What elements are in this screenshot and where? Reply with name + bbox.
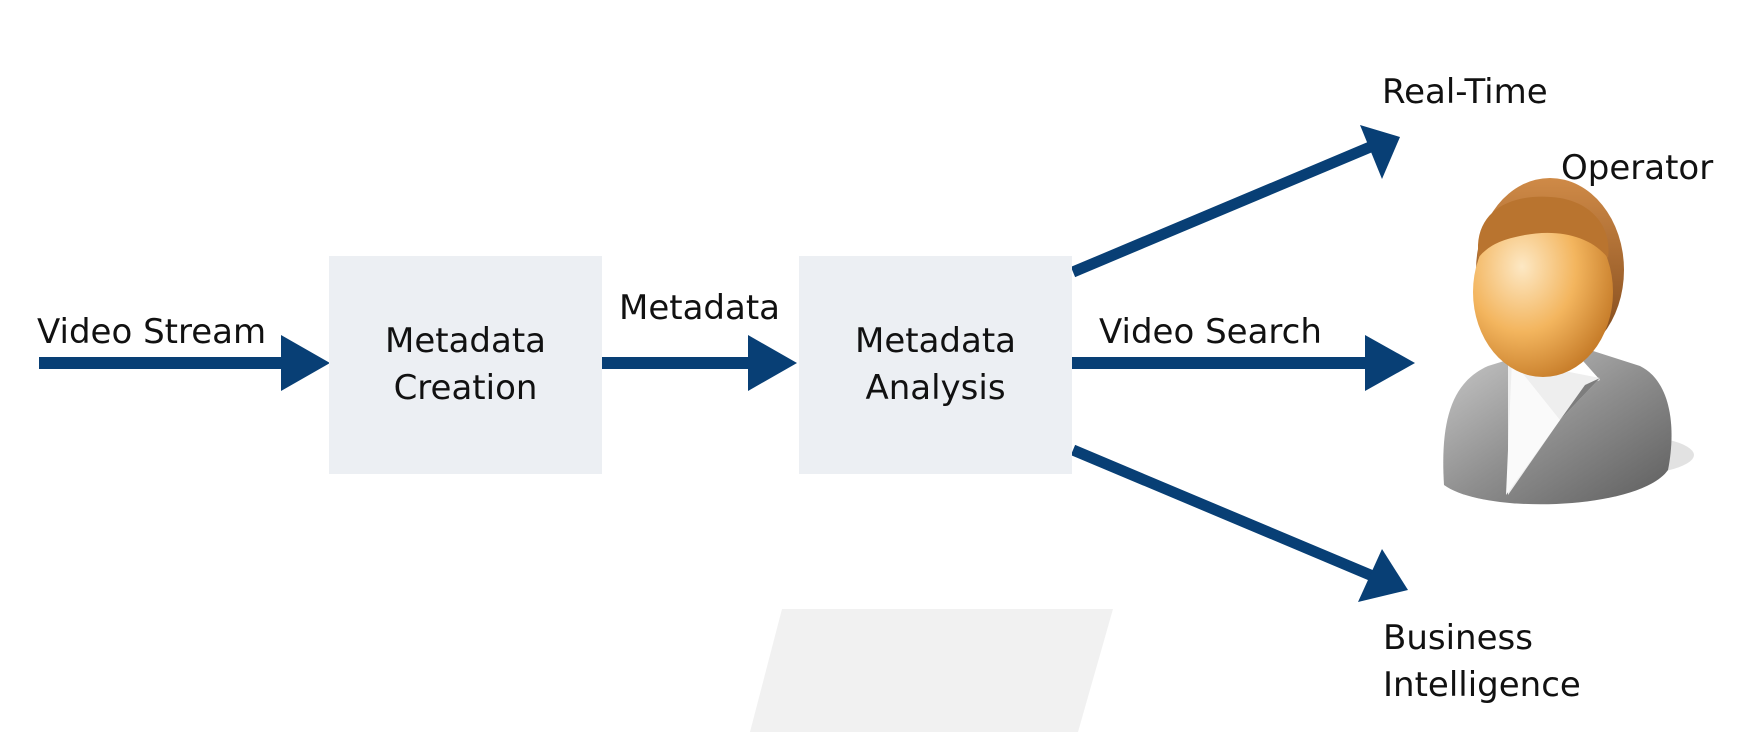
video-search-label: Video Search — [1099, 312, 1322, 352]
metadata-creation-line1: Metadata — [384, 321, 546, 361]
intelligence-label: Intelligence — [1383, 665, 1581, 705]
business-label: Business — [1383, 618, 1533, 658]
metadata-analysis-box: Metadata Analysis — [799, 256, 1072, 474]
arrow-metadata — [602, 335, 797, 391]
metadata-label: Metadata — [619, 288, 781, 328]
arrow-real-time — [1070, 125, 1400, 278]
metadata-analysis-line1: Metadata — [854, 321, 1016, 361]
video-stream-label: Video Stream — [37, 312, 267, 352]
arrow-business-intelligence — [1070, 444, 1408, 602]
operator-label: Operator — [1561, 148, 1714, 188]
real-time-label: Real-Time — [1382, 72, 1548, 112]
arrow-video-search — [1072, 335, 1415, 391]
metadata-creation-box: Metadata Creation — [329, 256, 602, 474]
operator-person-icon — [1443, 178, 1694, 505]
metadata-analysis-line2: Analysis — [865, 368, 1006, 408]
arrow-video-stream — [39, 335, 330, 391]
metadata-creation-line2: Creation — [393, 368, 538, 408]
watermark-shape — [750, 609, 1113, 732]
